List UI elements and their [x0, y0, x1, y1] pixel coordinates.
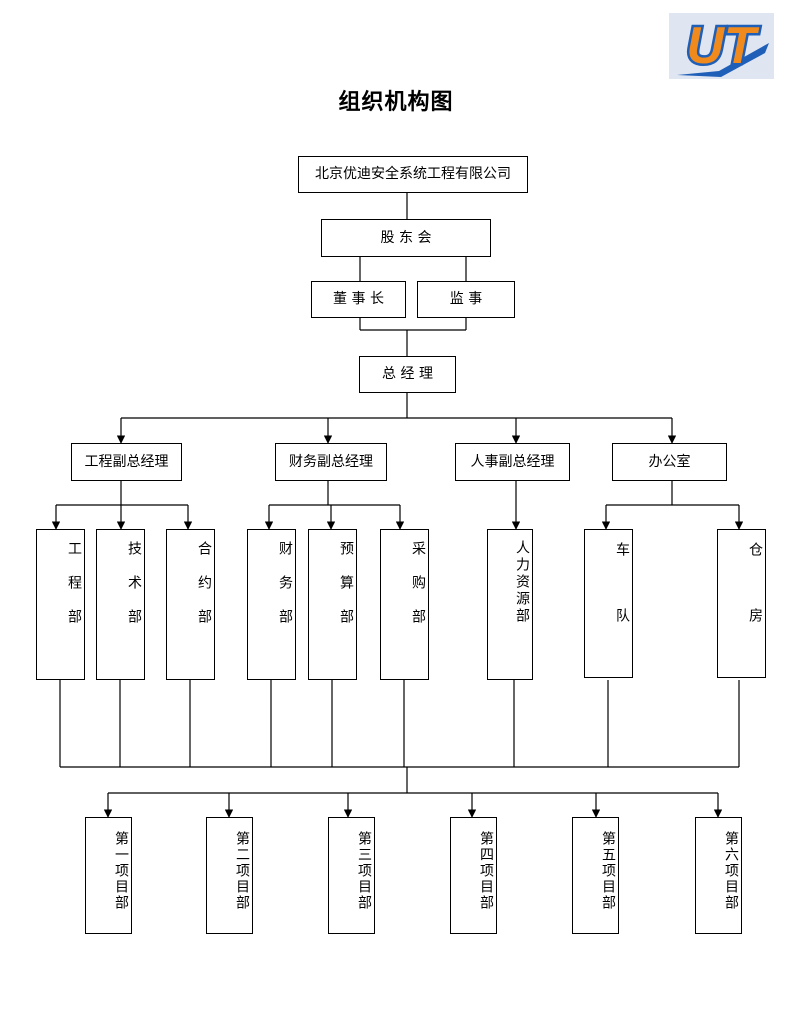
project-node-1: 第一项目部: [85, 817, 132, 934]
project-node-2: 第二项目部: [206, 817, 253, 934]
dept-node-budget: 预算部: [308, 529, 357, 680]
dept-label: 技术部: [126, 541, 142, 643]
project-label: 第三项目部: [356, 831, 372, 911]
dept-node-finance: 财务部: [247, 529, 296, 680]
dept-node-contracts: 合约部: [166, 529, 215, 680]
shareholders-node: 股 东 会: [321, 219, 491, 257]
deputy-node-hr: 人事副总经理: [455, 443, 570, 481]
project-node-5: 第五项目部: [572, 817, 619, 934]
dept-label: 采购部: [410, 541, 426, 643]
project-label: 第一项目部: [113, 831, 129, 911]
dept-label: 预算部: [338, 541, 354, 643]
office-node: 办公室: [612, 443, 727, 481]
project-label: 第五项目部: [600, 831, 616, 911]
logo-text: UT: [686, 17, 760, 75]
logo-swoosh: [677, 43, 769, 77]
deputy-node-engineering: 工程副总经理: [71, 443, 182, 481]
dept-label: 财务部: [277, 541, 293, 643]
supervisor-node: 监 事: [417, 281, 515, 318]
general-manager-node: 总 经 理: [359, 356, 456, 393]
dept-node-procurement: 采购部: [380, 529, 429, 680]
project-label: 第六项目部: [723, 831, 739, 911]
dept-node-engineering: 工程部: [36, 529, 85, 680]
dept-label: 仓房: [747, 542, 763, 674]
project-node-4: 第四项目部: [450, 817, 497, 934]
dept-label: 合约部: [196, 541, 212, 643]
deputy-node-finance: 财务副总经理: [275, 443, 387, 481]
dept-node-warehouse: 仓房: [717, 529, 766, 678]
page-title: 组织机构图: [338, 89, 454, 115]
dept-node-technology: 技术部: [96, 529, 145, 680]
project-label: 第二项目部: [234, 831, 250, 911]
chairman-node: 董 事 长: [311, 281, 406, 318]
project-node-6: 第六项目部: [695, 817, 742, 934]
dept-label: 人力资源部: [514, 540, 530, 625]
dept-label: 工程部: [66, 541, 82, 643]
company-node: 北京优迪安全系统工程有限公司: [298, 156, 528, 193]
company-logo: UT: [669, 13, 774, 79]
dept-node-human-resources: 人力资源部: [487, 529, 533, 680]
project-node-3: 第三项目部: [328, 817, 375, 934]
dept-node-fleet: 车队: [584, 529, 633, 678]
project-label: 第四项目部: [478, 831, 494, 911]
dept-label: 车队: [614, 542, 630, 674]
logo-background: [669, 13, 774, 79]
